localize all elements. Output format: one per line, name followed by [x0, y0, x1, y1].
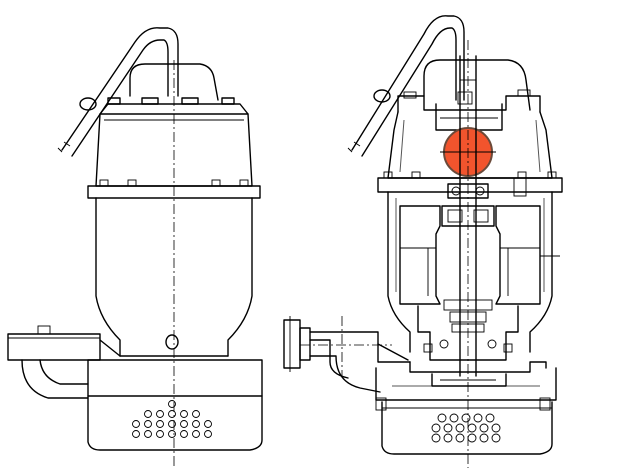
discharge-outlet [7, 325, 121, 399]
cable-hose [347, 15, 531, 157]
cable-hose [57, 27, 219, 157]
cable-chamber [435, 103, 503, 131]
motor-cap [99, 97, 249, 115]
motor-frame-lower [95, 197, 253, 357]
strainer-holes [132, 400, 212, 438]
pump-casing [87, 355, 263, 397]
sectional-view [283, 15, 563, 468]
strainer-base [381, 401, 553, 455]
exterior-view [7, 27, 263, 468]
motor-housing [387, 191, 560, 353]
strainer-base [87, 395, 263, 451]
middle-flange [377, 171, 563, 197]
discharge-outlet [283, 316, 411, 393]
strainer-holes [431, 413, 501, 443]
impeller [431, 373, 507, 387]
stator [399, 205, 541, 305]
